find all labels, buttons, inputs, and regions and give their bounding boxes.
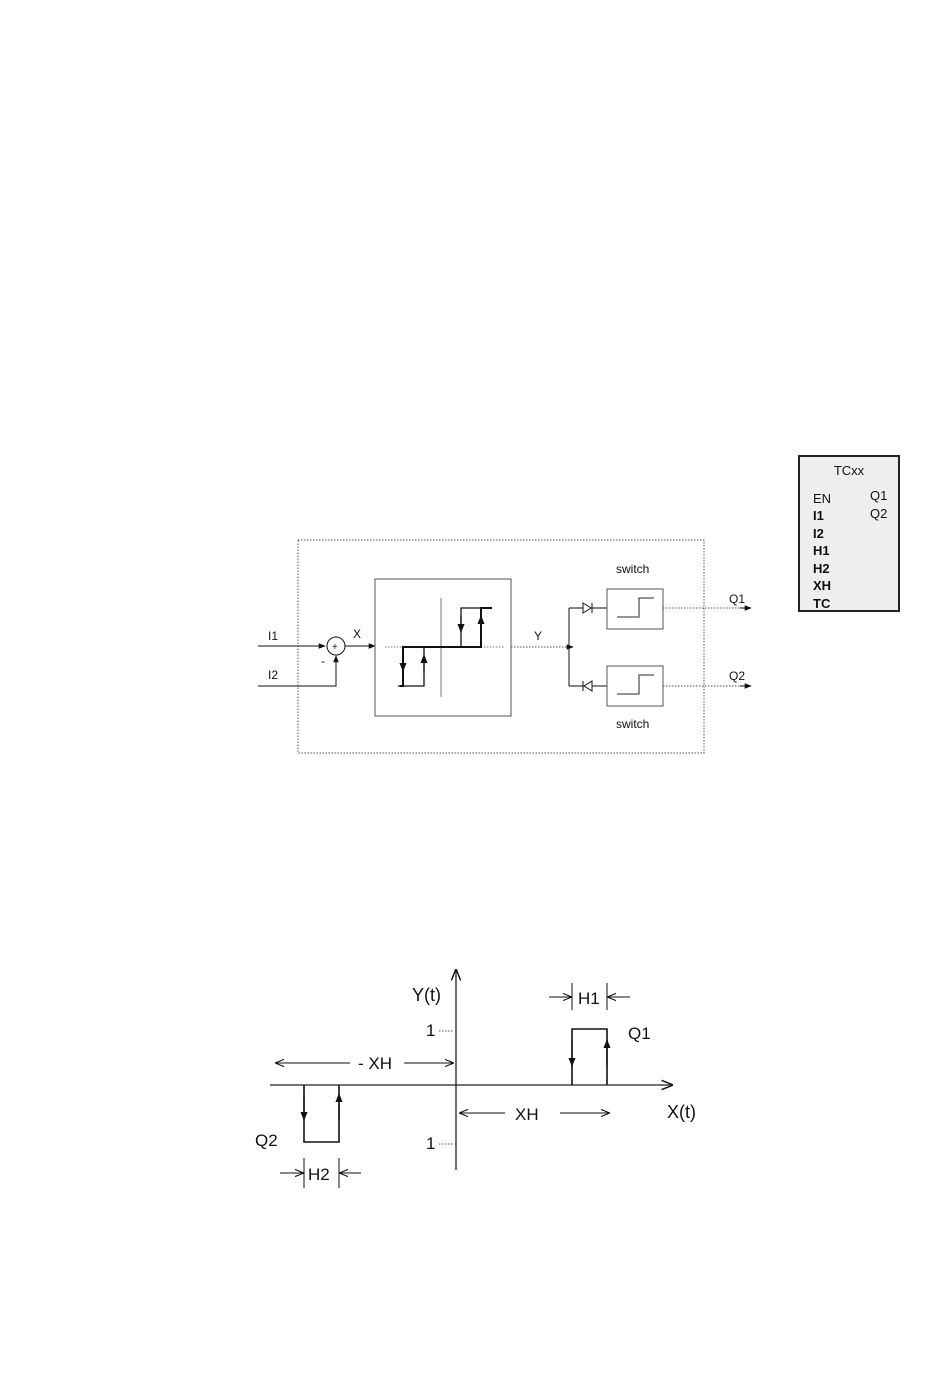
level-top-label: 1: [426, 1021, 435, 1040]
diode-top: [583, 603, 592, 613]
input-2-label: I2: [268, 668, 278, 682]
diode-bottom: [583, 681, 592, 691]
switch-bottom-label: switch: [616, 717, 649, 731]
input-1-label: I1: [268, 629, 278, 643]
output-2-label: Q2: [729, 669, 745, 683]
signal-x-label: X: [353, 627, 361, 641]
q2-pulse: [304, 1085, 339, 1142]
x-axis-label: X(t): [667, 1102, 696, 1122]
switch-top-block: [607, 589, 663, 629]
q1-pulse: [572, 1029, 607, 1085]
minus-sign: -: [321, 654, 325, 668]
plus-sign: +: [332, 642, 338, 653]
neg-xh-label: - XH: [358, 1054, 392, 1073]
output-1-label: Q1: [729, 592, 745, 606]
switch-top-label: switch: [616, 562, 649, 576]
xh-label: XH: [515, 1105, 539, 1124]
signal-y-label: Y: [534, 629, 542, 643]
q2-label: Q2: [255, 1131, 278, 1150]
q1-label: Q1: [628, 1024, 651, 1043]
switch-bottom-block: [607, 666, 663, 706]
level-bottom-label: 1: [426, 1134, 435, 1153]
h1-label: H1: [578, 989, 600, 1008]
h2-label: H2: [308, 1165, 330, 1184]
y-axis-label: Y(t): [412, 985, 441, 1005]
characteristic-curve: Y(t) X(t) 1 1 Q1 H1 Q2 H2 - XH: [255, 970, 696, 1188]
block-diagram: I1 I2 + - X Y: [258, 540, 751, 753]
